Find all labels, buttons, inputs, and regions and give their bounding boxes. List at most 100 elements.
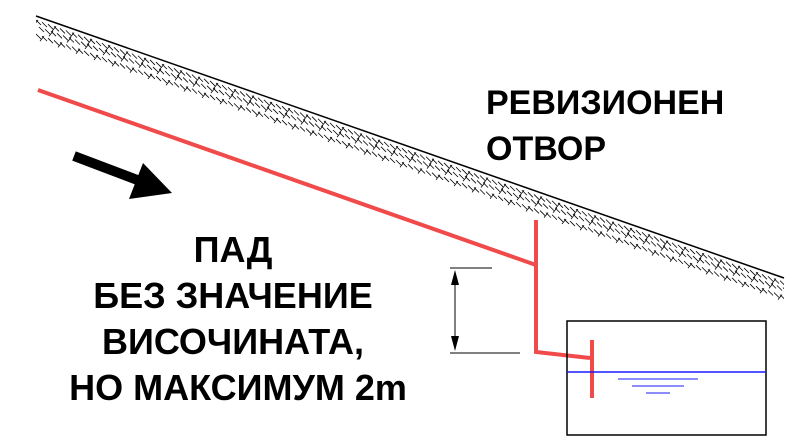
hatch-stroke [119, 49, 126, 55]
hatch-stroke [299, 112, 306, 118]
hatch-stroke [573, 208, 579, 215]
hatch-stroke [323, 134, 330, 141]
hatch-stroke [485, 191, 492, 197]
hatch-stroke [722, 266, 729, 272]
hatch-stroke [138, 62, 144, 68]
hatch-stroke [156, 68, 162, 75]
hatch-stroke [116, 54, 123, 60]
hatch-stroke [656, 243, 663, 249]
hatch-stroke [717, 259, 723, 265]
hatch-stroke [581, 210, 588, 217]
dimension-arrow-down-icon [451, 336, 459, 351]
hatch-stroke [713, 257, 720, 263]
soil-hatching [36, 19, 784, 300]
hatch-stroke [779, 280, 784, 286]
hatch-stroke [233, 89, 240, 95]
hatch-stroke [752, 276, 759, 283]
hatch-stroke [605, 219, 612, 225]
hatch-stroke [437, 160, 444, 167]
hatch-stroke [615, 237, 621, 244]
hatch-stroke [332, 129, 339, 136]
hatch-stroke [371, 151, 378, 157]
hatch-stroke [716, 264, 723, 270]
hatch-stroke [165, 79, 171, 86]
hatch-stroke [500, 188, 507, 195]
hatch-stroke [579, 224, 585, 231]
hatch-stroke [386, 148, 393, 155]
hatch-stroke [159, 63, 165, 70]
hatch-stroke [257, 111, 264, 118]
hatch-stroke [758, 278, 765, 285]
hatch-stroke [434, 165, 441, 171]
hatch-stroke [698, 257, 705, 264]
hatch-stroke [759, 288, 765, 294]
hatch-stroke [83, 36, 90, 43]
hatch-stroke [551, 200, 558, 207]
hatch-stroke [101, 42, 108, 49]
hatch-stroke [725, 261, 732, 267]
hatch-stroke [606, 226, 612, 232]
hatch-stroke [347, 143, 354, 149]
hatch-stroke [372, 144, 378, 150]
hatch-stroke [443, 176, 450, 183]
hatch-stroke [489, 193, 495, 199]
hatch-stroke [527, 206, 534, 212]
hatch-stroke [335, 138, 342, 145]
hatch-stroke [107, 58, 114, 65]
hatch-stroke [149, 73, 156, 80]
hatch-stroke [428, 163, 435, 169]
hatch-stroke [318, 125, 324, 132]
hatch-stroke [239, 91, 246, 97]
collection-tank [566, 320, 767, 436]
hatch-stroke [311, 130, 318, 136]
hatch-stroke [36, 33, 42, 40]
hatch-stroke [581, 224, 588, 231]
hatch-stroke [719, 273, 726, 279]
hatch-stroke [290, 114, 297, 121]
hatch-stroke [53, 26, 60, 32]
hatch-stroke [683, 260, 690, 267]
hatch-stroke [209, 94, 216, 101]
hatch-stroke [599, 231, 606, 237]
hatch-stroke [245, 107, 252, 113]
slope-note-line: ПАД [194, 229, 273, 270]
hatch-stroke [641, 231, 648, 238]
hatch-stroke [677, 258, 684, 265]
hatch-stroke [311, 116, 318, 122]
hatch-stroke [713, 271, 720, 277]
hatch-stroke [257, 97, 264, 104]
hatch-stroke [215, 96, 222, 103]
hatch-stroke [197, 90, 204, 97]
hatch-stroke [105, 44, 111, 51]
hatch-stroke [227, 100, 234, 107]
hatch-stroke [426, 163, 432, 169]
hatch-stroke [363, 149, 369, 155]
hatch-stroke [221, 98, 228, 105]
hatch-stroke [626, 232, 633, 239]
hatch-stroke [599, 217, 606, 223]
hatch-stroke [527, 192, 534, 198]
hatch-stroke [638, 236, 645, 243]
hatch-stroke [308, 121, 315, 127]
hatch-stroke [296, 117, 303, 123]
hatch-stroke [542, 203, 549, 209]
hatch-stroke [743, 281, 750, 288]
hatch-stroke [408, 157, 414, 163]
hatch-stroke [561, 218, 567, 225]
hatch-stroke [659, 238, 666, 244]
hatch-stroke [393, 145, 399, 152]
hatch-stroke [303, 114, 309, 120]
hatch-stroke [674, 249, 681, 256]
hatch-stroke [633, 243, 639, 250]
hatch-stroke [239, 105, 246, 111]
hatch-stroke [641, 245, 648, 252]
hatch-stroke [389, 143, 396, 150]
hatch-stroke [467, 185, 474, 191]
hatch-stroke [732, 270, 738, 277]
hatch-stroke [563, 218, 570, 225]
hatch-stroke [170, 72, 177, 79]
hatch-stroke [155, 61, 162, 68]
hatch-stroke [530, 199, 537, 205]
hatch-stroke [123, 51, 129, 57]
hatch-stroke [461, 182, 468, 189]
